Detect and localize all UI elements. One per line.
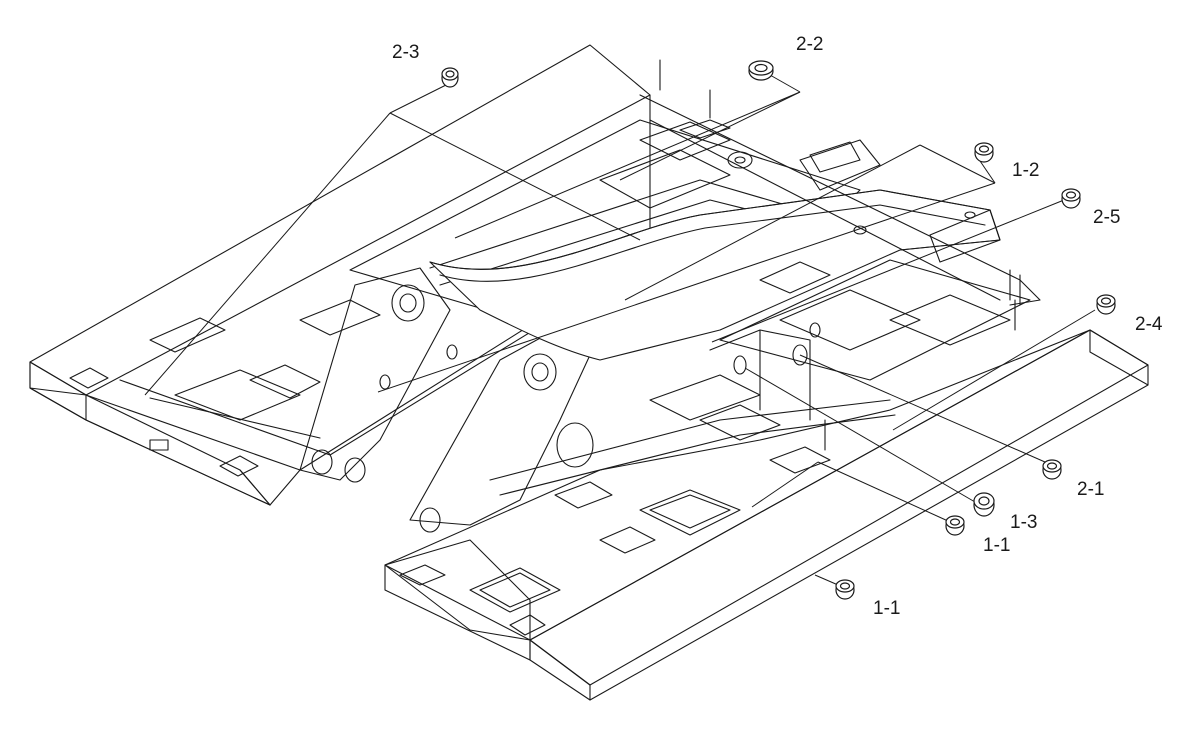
leader-lines [144,74,1096,589]
bushing-2-2 [748,60,774,81]
callout-2-2: 2-2 [796,34,823,55]
callout-1-2: 1-2 [1012,160,1039,181]
bushing-1-1a [945,515,965,536]
callout-labels: 2-3 2-2 1-2 2-5 2-4 2-1 1-3 1-1 1-1 [392,34,1163,619]
bushing-1-2 [974,142,994,163]
bushing-2-5 [1061,188,1081,209]
callout-2-5: 2-5 [1093,207,1120,228]
callout-1-1a: 1-1 [983,535,1010,556]
bushing-1-1b [835,579,855,600]
front-box [384,539,531,641]
right-walkway-tread [529,329,1149,686]
callout-1-1b: 1-1 [873,598,900,619]
right-walkway-edge [1089,329,1149,386]
callout-2-1: 2-1 [1077,479,1104,500]
callout-2-3: 2-3 [392,42,419,63]
callout-1-3: 1-3 [1010,512,1037,533]
left-boom-plate [299,267,451,481]
bushings [441,60,1116,600]
bushing-1-3 [973,492,995,517]
bushing-2-1 [1042,459,1062,480]
bushing-2-3 [441,67,459,88]
upper-frame-drawing [29,44,1149,701]
callout-2-4: 2-4 [1135,314,1163,335]
right-boom-plate [409,329,591,526]
left-bottom-edge [85,419,271,506]
bushing-2-4 [1096,294,1116,315]
